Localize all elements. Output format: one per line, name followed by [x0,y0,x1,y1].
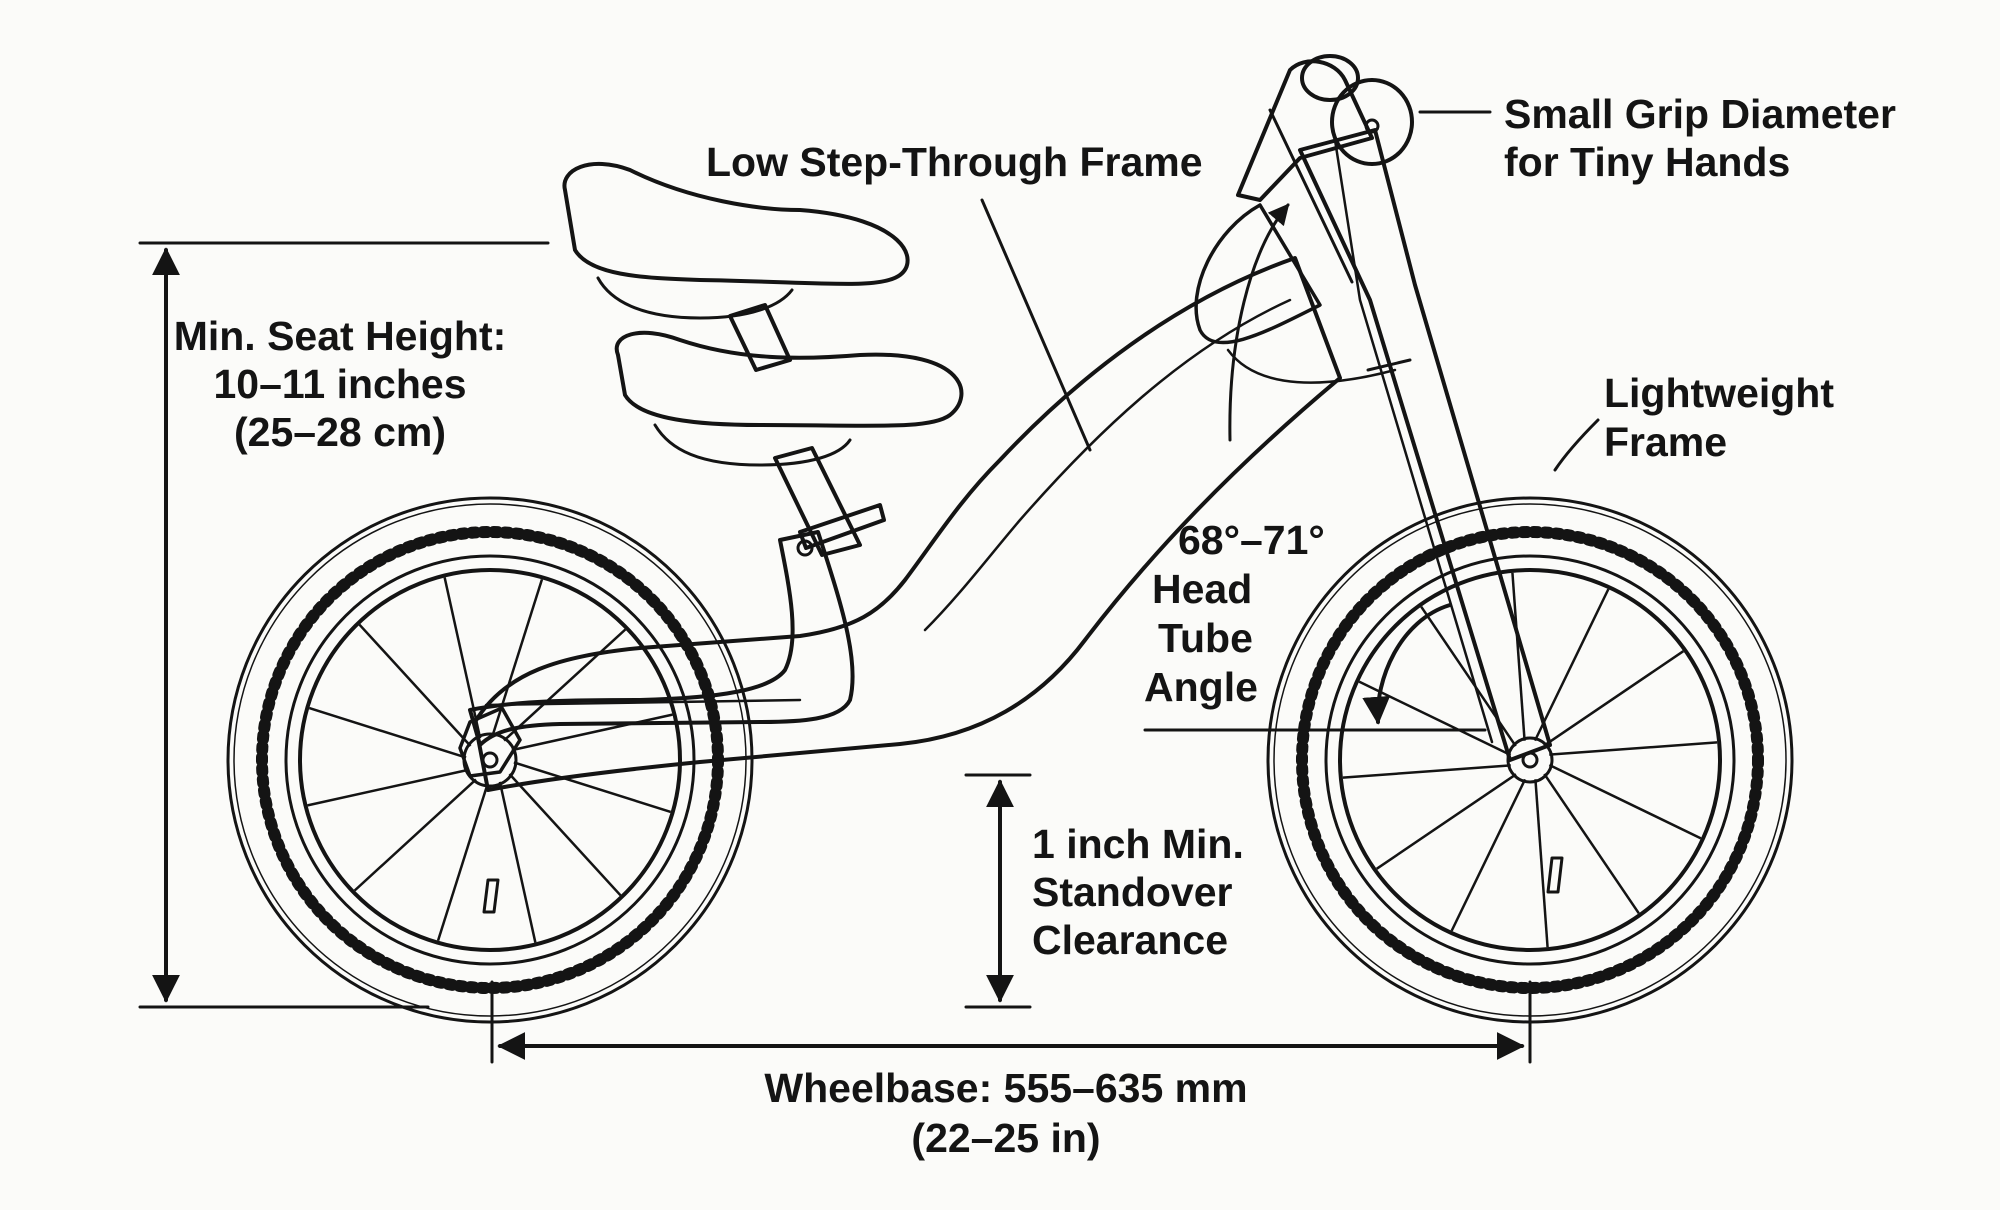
fork-and-handlebar [1236,54,1552,762]
spoke [1375,773,1517,870]
head-tube-angle-indicator [1143,203,1487,732]
seat-label-line1: Min. Seat Height: [174,313,507,359]
label-lightweight: Lightweight Frame [1604,370,1834,465]
spoke [353,778,477,892]
seat-high [562,161,910,372]
angle-label-line1: 68°–71° [1178,517,1325,563]
label-wheelbase: Wheelbase: 555–635 mm (22–25 in) [764,1065,1247,1161]
spoke [511,713,673,752]
spoke [443,577,482,739]
spoke [498,781,537,943]
spoke [436,783,489,942]
front-wheel-spokes [1342,572,1718,948]
angle-label-line2: Head [1152,566,1252,612]
wheelbase-label-line1: Wheelbase: 555–635 mm [764,1065,1247,1111]
spoke [308,706,467,759]
seat-low [614,330,964,557]
seat-label-line2: 10–11 inches [213,361,466,407]
front-wheel [1266,496,1794,1024]
label-seat-height: Min. Seat Height: 10–11 inches (25–28 cm… [174,313,507,455]
spoke [1543,773,1640,915]
bike-frame [458,203,1397,792]
angle-label-line3: Tube [1158,615,1253,661]
rear-wheel-spokes [307,577,673,943]
spoke [508,773,622,897]
grip-axis-line [1268,108,1354,284]
grip-label-line1: Small Grip Diameter [1504,91,1896,137]
spoke [1549,741,1718,756]
spoke [1534,779,1549,948]
frame-style-leader [980,198,1092,452]
grip-label-line2: for Tiny Hands [1504,139,1790,185]
spoke [503,628,627,742]
spoke [1548,763,1702,840]
label-grip: Small Grip Diameter for Tiny Hands [1504,91,1896,185]
spoke [307,768,469,807]
label-head-tube-angle: 68°–71° Head Tube Angle [1144,517,1325,710]
dimension-lines [138,241,1532,1064]
angle-label-line4: Angle [1144,664,1258,710]
spoke [358,623,472,747]
spoke [513,761,672,814]
spoke [1358,680,1512,757]
wheelbase-label-line2: (22–25 in) [911,1115,1100,1161]
front-valve [1546,856,1564,894]
spoke [1511,572,1526,741]
leader-lines [980,108,1600,472]
seat-label-line3: (25–28 cm) [234,409,446,455]
weight-leader [1553,418,1600,472]
label-standover: 1 inch Min. Standover Clearance [1032,821,1244,963]
standover-label-line3: Clearance [1032,917,1228,963]
frame-style-label: Low Step-Through Frame [706,139,1203,185]
standover-label-line2: Standover [1032,869,1233,915]
rear-wheel [226,496,754,1024]
standover-label-line1: 1 inch Min. [1032,821,1244,867]
spoke [1342,764,1511,779]
weight-label-line1: Lightweight [1604,370,1834,416]
weight-label-line2: Frame [1604,419,1727,465]
spoke [1543,650,1685,747]
rear-valve [482,878,500,914]
spoke [1533,588,1610,742]
spoke [1450,778,1527,932]
